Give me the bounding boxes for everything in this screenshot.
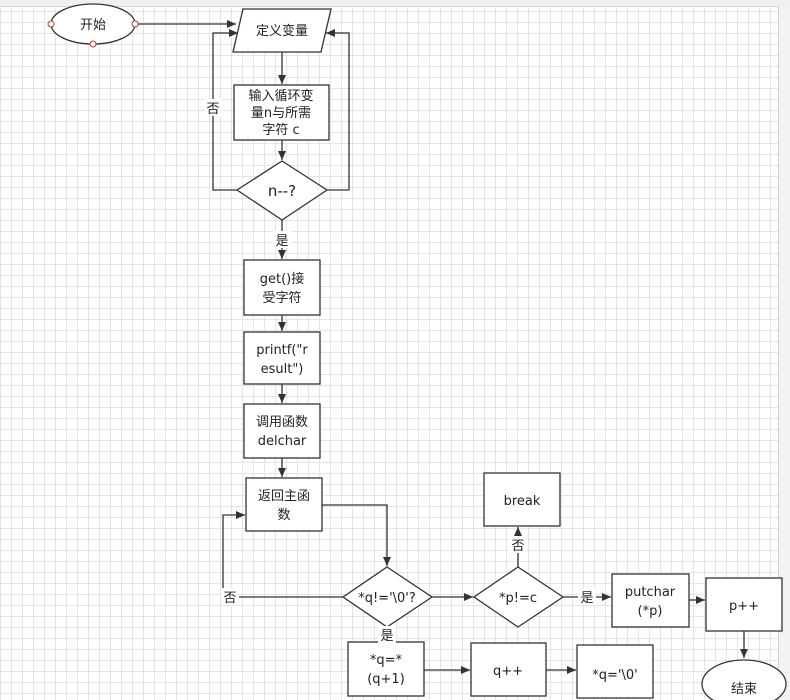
node-q-assign[interactable]: *q=* (q+1) — [347, 641, 425, 697]
node-input-loop-line3: 字符 c — [262, 122, 299, 138]
node-printf-line2: esult") — [261, 362, 304, 377]
node-get-chars-line2: 受字符 — [262, 290, 301, 306]
node-get-chars-line1: get()接 — [260, 271, 305, 287]
node-call-func-line2: delchar — [258, 434, 307, 449]
node-get-chars[interactable]: get()接 受字符 — [243, 259, 321, 316]
node-return-main[interactable]: 返回主函 数 — [245, 477, 323, 532]
node-p-inc-label: p++ — [729, 599, 759, 614]
node-putchar[interactable]: putchar (*p) — [611, 573, 690, 628]
node-end[interactable]: 结束 — [701, 659, 787, 700]
connector-handle-right[interactable] — [131, 20, 139, 28]
node-start-label: 开始 — [80, 18, 106, 33]
node-putchar-line1: putchar — [625, 585, 676, 600]
node-loop-cond-label: n--? — [268, 182, 296, 200]
node-printf[interactable]: printf("r esult") — [243, 331, 321, 385]
node-q-inc-label: q++ — [493, 664, 523, 679]
node-return-main-line1: 返回主函 — [258, 489, 310, 504]
vertical-scrollbar[interactable] — [778, 6, 790, 700]
node-input-loop-line2: 量n与所需 — [251, 106, 311, 121]
edge-loop-back-right[interactable] — [326, 29, 350, 191]
node-q-null-label: *q='\0' — [592, 668, 637, 683]
node-q-assign-line1: *q=* — [370, 653, 403, 668]
node-loop-cond[interactable]: n--? — [235, 160, 329, 221]
node-q-assign-line2: (q+1) — [367, 672, 405, 687]
node-call-func-line1: 调用函数 — [256, 415, 308, 430]
edge-label-loop-no: 否 — [206, 102, 219, 117]
node-q-inc[interactable]: q++ — [470, 642, 547, 697]
node-printf-line1: printf("r — [256, 343, 308, 358]
connector-handle-bottom[interactable] — [89, 40, 97, 48]
node-define-vars[interactable]: 定义变量 — [232, 8, 332, 53]
connector-handle-left[interactable] — [47, 20, 55, 28]
node-putchar-line2: (*p) — [638, 604, 663, 619]
node-break-label: break — [504, 494, 541, 509]
node-p-inc[interactable]: p++ — [705, 577, 783, 632]
edge-labels: 否 是 否 是 否 是 — [204, 99, 596, 644]
node-break[interactable]: break — [483, 472, 561, 527]
edge-label-p-yes: 是 — [580, 591, 593, 606]
edge-label-p-no: 否 — [511, 539, 524, 554]
node-q-cond-label: *q!='\0'? — [358, 591, 416, 606]
top-toolbar-strip — [0, 0, 790, 7]
node-input-loop[interactable]: 输入循环变 量n与所需 字符 c — [233, 84, 330, 141]
node-q-cond[interactable]: *q!='\0'? — [341, 566, 434, 628]
node-p-cond[interactable]: *p!=c — [472, 566, 565, 628]
node-input-loop-line1: 输入循环变 — [248, 88, 313, 104]
node-start[interactable]: 开始 — [47, 3, 139, 48]
edge-label-q-yes: 是 — [380, 629, 393, 644]
node-end-label: 结束 — [731, 682, 757, 697]
edge-return-to-qcond[interactable] — [322, 504, 391, 566]
node-return-main-line2: 数 — [277, 508, 290, 523]
node-q-null[interactable]: *q='\0' — [576, 644, 654, 699]
node-define-vars-label: 定义变量 — [256, 23, 308, 39]
edges — [136, 20, 748, 674]
node-p-cond-label: *p!=c — [499, 591, 537, 606]
node-call-func[interactable]: 调用函数 delchar — [243, 403, 321, 459]
edge-label-loop-yes: 是 — [275, 234, 288, 249]
edge-label-q-no: 否 — [223, 591, 236, 606]
edge-q-no[interactable] — [222, 511, 343, 598]
